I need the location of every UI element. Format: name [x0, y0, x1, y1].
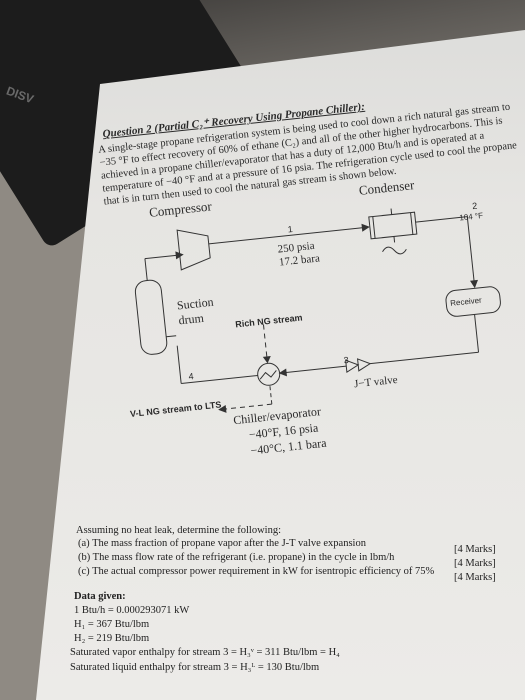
question-document: Question 2 (Partial C₂⁺ Recovery Using P… [96, 86, 525, 625]
stream-1-label: 1 [287, 224, 294, 235]
saturated-liquid-enthalpy: Saturated liquid enthalpy for stream 3 =… [70, 662, 320, 673]
task-c-marks: [4 Marks] [454, 572, 496, 583]
stream-2-label: 2 [471, 200, 478, 212]
arrow-stream-3 [278, 368, 288, 377]
task-a: (a) The mass fraction of propane vapor a… [78, 538, 366, 549]
refrigeration-cycle-diagram [134, 208, 501, 413]
arrow-stream-1 [361, 223, 370, 232]
tasks-intro: Assuming no heat leak, determine the fol… [76, 525, 281, 536]
task-a-marks: [4 Marks] [454, 544, 496, 555]
task-c: (c) The actual compressor power requirem… [78, 566, 435, 577]
cooling-water-icon [382, 246, 407, 255]
drum-label: drum [177, 310, 205, 328]
conversion-factor: 1 Btu/h = 0.000293071 kW [74, 605, 190, 616]
stream-3-label: 3 [343, 354, 350, 366]
arrow-suction [175, 251, 184, 260]
line-stream-1 [208, 226, 366, 245]
chiller-symbol [257, 362, 281, 386]
stream-4-label: 4 [187, 371, 195, 382]
enthalpy-h1: H₁ = 367 Btu/lbm [74, 619, 150, 630]
line-stream-3 [370, 351, 479, 365]
rich-ng-line [262, 324, 268, 361]
arrow-stream-2 [470, 279, 478, 289]
task-b-marks: [4 Marks] [454, 558, 496, 569]
task-b: (b) The mass flow rate of the refrigeran… [78, 552, 395, 563]
jt-valve-symbol [356, 358, 372, 372]
vl-ng-line [222, 403, 272, 410]
condenser-symbol [368, 211, 418, 240]
suction-drum-symbol [134, 279, 168, 355]
line-stream-4 [181, 374, 258, 384]
enthalpy-h2: H₂ = 219 Btu/lbm [74, 633, 150, 644]
compressor-symbol [176, 229, 211, 271]
saturated-vapor-enthalpy: Saturated vapor enthalpy for stream 3 = … [70, 647, 340, 658]
line-stream-2 [415, 216, 468, 223]
data-given-heading: Data given: [74, 591, 126, 602]
